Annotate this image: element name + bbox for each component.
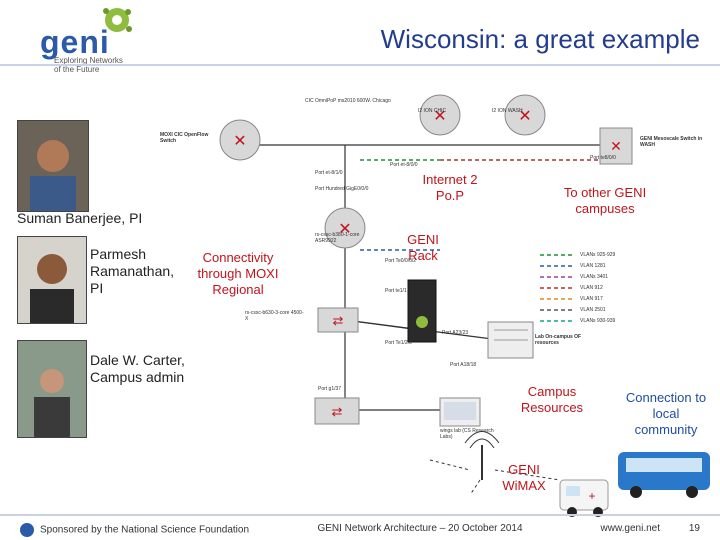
label-ion-wash: I2 ION WASH — [492, 108, 523, 114]
vlan-legend-item: VLAN 1281 — [580, 263, 606, 269]
svg-text:✕: ✕ — [610, 138, 622, 154]
server-icon — [439, 397, 481, 427]
footer-sponsor-text: Sponsored by the National Science Founda… — [40, 524, 250, 536]
label-port-6: Port te1/1 — [385, 288, 407, 294]
slide-title: Wisconsin: a great example — [380, 24, 700, 54]
server-icon — [487, 321, 534, 359]
footer-rule — [0, 514, 720, 516]
label-cic-omnipop: CIC OmniPoP ms2010 600W. Chicago — [305, 98, 391, 104]
switch-icon: ✕ — [599, 127, 633, 165]
label-wings: wings lab (CS Research Labs) — [440, 428, 494, 440]
antenna-icon — [464, 431, 500, 480]
router-icon: ✕ — [219, 119, 261, 161]
label-port-3: Port te8/0/0 — [590, 155, 616, 161]
label-lab: Lab On-campus OF resources — [535, 334, 582, 346]
ambulance-icon: + — [559, 479, 609, 517]
vlan-legend-item: VLANs 925-929 — [580, 252, 616, 258]
label-moxi: MOXI CIC OpenFlow Switch — [160, 132, 209, 144]
label-cssc-2: rs-cssc-b630-3-core 4500-X — [245, 310, 304, 322]
label-campus-resources: Campus Resources — [520, 384, 584, 415]
label-port-8: Port A23/23 — [442, 330, 469, 336]
vlan-legend-item: VLAN 2501 — [580, 307, 606, 313]
page-number: 19 — [688, 523, 700, 534]
label-port-5: Port Te0/0/0/2 — [385, 258, 417, 264]
label-port-9: Port A18/18 — [450, 362, 477, 368]
svg-text:✕: ✕ — [433, 108, 446, 125]
person-label-parmesh: Parmesh Ramanathan, PI — [90, 246, 175, 296]
svg-text:✕: ✕ — [233, 133, 246, 150]
label-to-other: To other GENI campuses — [563, 185, 647, 216]
label-geni-rack: GENI Rack — [407, 232, 439, 263]
svg-text:⇄: ⇄ — [333, 313, 344, 328]
label-connection-local: Connection to local community — [625, 390, 707, 437]
bus-icon — [618, 452, 710, 498]
logo-tagline: Exploring Networks of the Future — [54, 56, 123, 74]
geni-logo — [16, 4, 136, 78]
router-icon: ✕ — [324, 207, 366, 249]
logo-word: geni — [40, 24, 110, 60]
switch-icon: ⇄ — [314, 397, 360, 425]
label-asr-1: rs-cssc-b380-1-core ASR9922 — [315, 232, 360, 244]
geni-logo-icon — [103, 8, 132, 32]
person-icon — [30, 254, 74, 323]
svg-text:✕: ✕ — [338, 221, 351, 238]
person-label-dale: Dale W. Carter, Campus admin — [90, 352, 185, 385]
label-geni-wimax: GENI WiMAX — [502, 462, 546, 493]
label-geni-mesoscale: GENI Mesoscale Switch in WASH — [640, 136, 703, 148]
header-rule — [0, 64, 720, 66]
vlan-legend-item: VLAN 912 — [580, 285, 603, 291]
photo-suman — [17, 120, 89, 212]
photo-parmesh — [17, 236, 87, 324]
vlan-legend-item: VLANs 930-939 — [580, 318, 616, 324]
svg-text:✕: ✕ — [518, 108, 531, 125]
router-icon: ✕ — [419, 94, 461, 136]
footer-sponsor: Sponsored by the National Science Founda… — [20, 523, 260, 537]
vlan-legend-item: VLANs 3401 — [580, 274, 609, 280]
label-port-2: Port et-8/0/0 — [390, 162, 418, 168]
label-connectivity: Connectivity through MOXI Regional — [197, 250, 279, 297]
svg-text:⇄: ⇄ — [332, 404, 343, 419]
photo-dale — [17, 340, 87, 438]
label-ion-chic: I2 ION CHIC — [418, 108, 447, 114]
svg-text:+: + — [588, 489, 595, 503]
vlan-legend-item: VLAN 917 — [580, 296, 603, 302]
person-icon — [34, 369, 70, 437]
person-label-suman: Suman Banerjee, PI — [17, 210, 143, 226]
label-port-7: Port Te1/2/0 — [385, 340, 412, 346]
router-icon: ✕ — [504, 94, 546, 136]
label-internet2: Internet 2 Po.P — [422, 172, 478, 203]
switch-icon: ⇄ — [317, 307, 359, 333]
footer-url: www.geni.net — [600, 523, 660, 534]
label-port-10: Port g1/37 — [318, 386, 342, 392]
rack-icon — [407, 279, 437, 343]
footer-center: GENI Network Architecture – 20 October 2… — [317, 523, 523, 534]
person-icon — [30, 140, 76, 211]
nsf-logo-icon — [20, 523, 34, 537]
vlan-legend-lines — [540, 254, 575, 322]
label-port-1: Port et-8/1/0 — [315, 170, 343, 176]
label-port-4: Port Hundred GigE0/0/0 — [315, 186, 369, 192]
